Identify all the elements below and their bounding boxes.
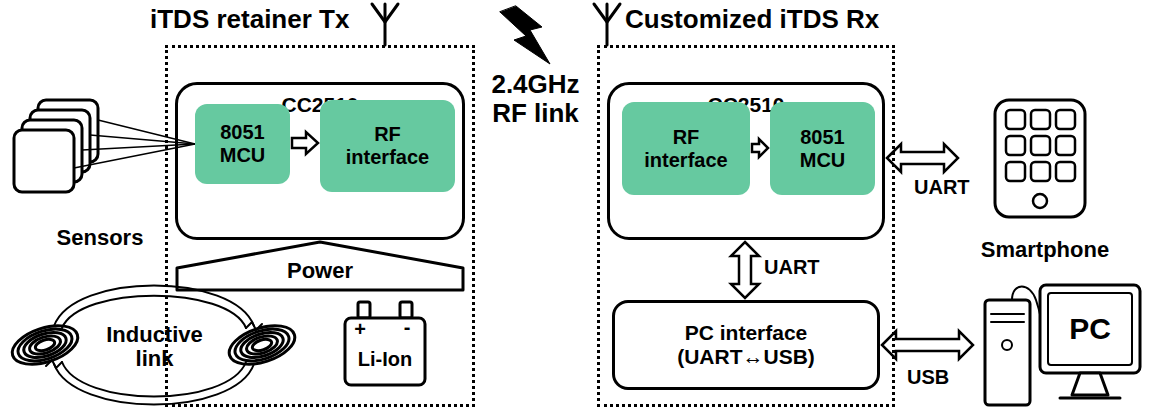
node-text: PC [1069, 312, 1111, 347]
connector [292, 132, 318, 154]
antenna-symbol [594, 4, 620, 45]
node-text: Sensors [57, 225, 144, 250]
pc-icon [985, 285, 1140, 405]
node-text: 8051 MCU [203, 121, 283, 167]
mcu-block: 8051 MCU [195, 104, 290, 184]
chip-box: CC25108051 MCURF interface [175, 82, 465, 240]
battery-symbol [345, 302, 425, 385]
rf-bolt [500, 6, 550, 64]
connector [887, 144, 958, 172]
node-text: RF interface [338, 123, 438, 169]
sensor-icon [14, 100, 98, 192]
link-label: 2.4GHz RF link [478, 70, 593, 127]
rf-block: RF interface [622, 102, 750, 195]
mcu-block: 8051 MCU [770, 102, 875, 195]
node-text: Li-Ion [358, 348, 412, 371]
pc-node: PC [975, 282, 1145, 408]
coil-symbol [7, 318, 299, 371]
connector [882, 331, 973, 359]
node-text: 8051 MCU [783, 126, 863, 172]
field-lines [46, 286, 262, 405]
rf-block: RF interface [320, 100, 455, 192]
edge-label: UART [912, 176, 972, 199]
smartphone-node: Smartphone [960, 98, 1130, 262]
node-text: Smartphone [981, 237, 1109, 262]
antenna-symbol [372, 4, 398, 45]
system-boundary: iTDS retainer TxCC25108051 MCURF interfa… [165, 45, 475, 407]
polarity-mark: - [399, 316, 415, 338]
connector [731, 242, 759, 298]
connector [752, 139, 768, 157]
power-arrow: Power [175, 240, 465, 292]
edge-label: USB [905, 366, 951, 389]
link-label: Inductive link [92, 323, 217, 371]
polarity-mark: + [352, 318, 368, 340]
system-boundary: Customized iTDS RxCC2510RF interface8051… [597, 45, 895, 407]
smartphone-icon [995, 100, 1085, 217]
power-arrow [177, 242, 463, 290]
interface-box: PC interface (UART↔USB) [612, 300, 880, 390]
edge-label: UART [762, 256, 822, 279]
boundary-title: iTDS retainer Tx [150, 5, 349, 35]
boundary-title: Customized iTDS Rx [625, 5, 879, 35]
sensor-node: Sensors [10, 98, 150, 250]
node-text: PC interface (UART↔USB) [664, 321, 829, 369]
chip-box: CC2510RF interface8051 MCU [607, 82, 885, 240]
node-text: Power [287, 258, 353, 283]
node-text: RF interface [636, 126, 736, 172]
